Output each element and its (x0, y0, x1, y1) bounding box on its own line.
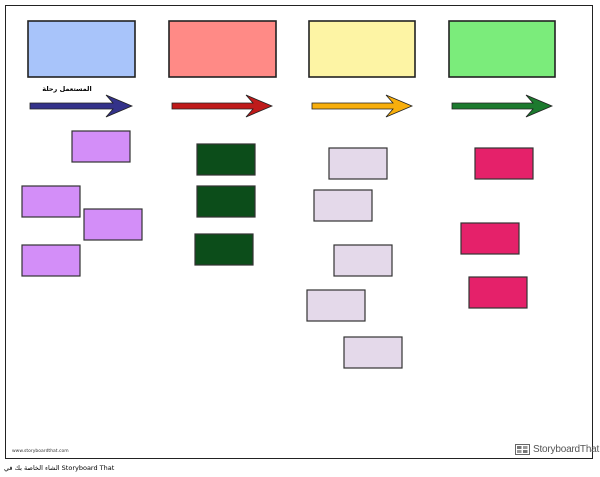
header-box-blue (27, 20, 136, 78)
card-yellow-3 (333, 244, 393, 277)
card-blue-3 (83, 208, 143, 241)
brand-text: StoryboardThat (533, 443, 600, 455)
brand-watermark: StoryboardThat (515, 442, 599, 456)
arrow-yellow (311, 94, 414, 118)
card-red-3 (194, 233, 254, 266)
header-box-red (168, 20, 277, 78)
footer-credit: الشاء الخاصة بك في Storyboard That (4, 464, 115, 472)
card-red-2 (196, 185, 256, 218)
card-yellow-4 (306, 289, 366, 322)
site-url: www.storyboardthat.com (12, 449, 69, 454)
arrow-red (171, 94, 274, 118)
card-green-2 (460, 222, 520, 255)
header-box-yellow (308, 20, 416, 78)
card-blue-1 (71, 130, 131, 163)
card-green-3 (468, 276, 528, 309)
card-yellow-5 (343, 336, 403, 369)
card-yellow-1 (328, 147, 388, 180)
arrow-green (451, 94, 554, 118)
card-green-1 (474, 147, 534, 180)
card-yellow-2 (313, 189, 373, 222)
header-box-green (448, 20, 556, 78)
card-blue-2 (21, 185, 81, 218)
storyboard-logo-icon (515, 443, 530, 455)
card-red-1 (196, 143, 256, 176)
card-blue-4 (21, 244, 81, 277)
arrow-blue (29, 94, 134, 118)
arrow-label: المستعمل رحلة (42, 85, 92, 93)
